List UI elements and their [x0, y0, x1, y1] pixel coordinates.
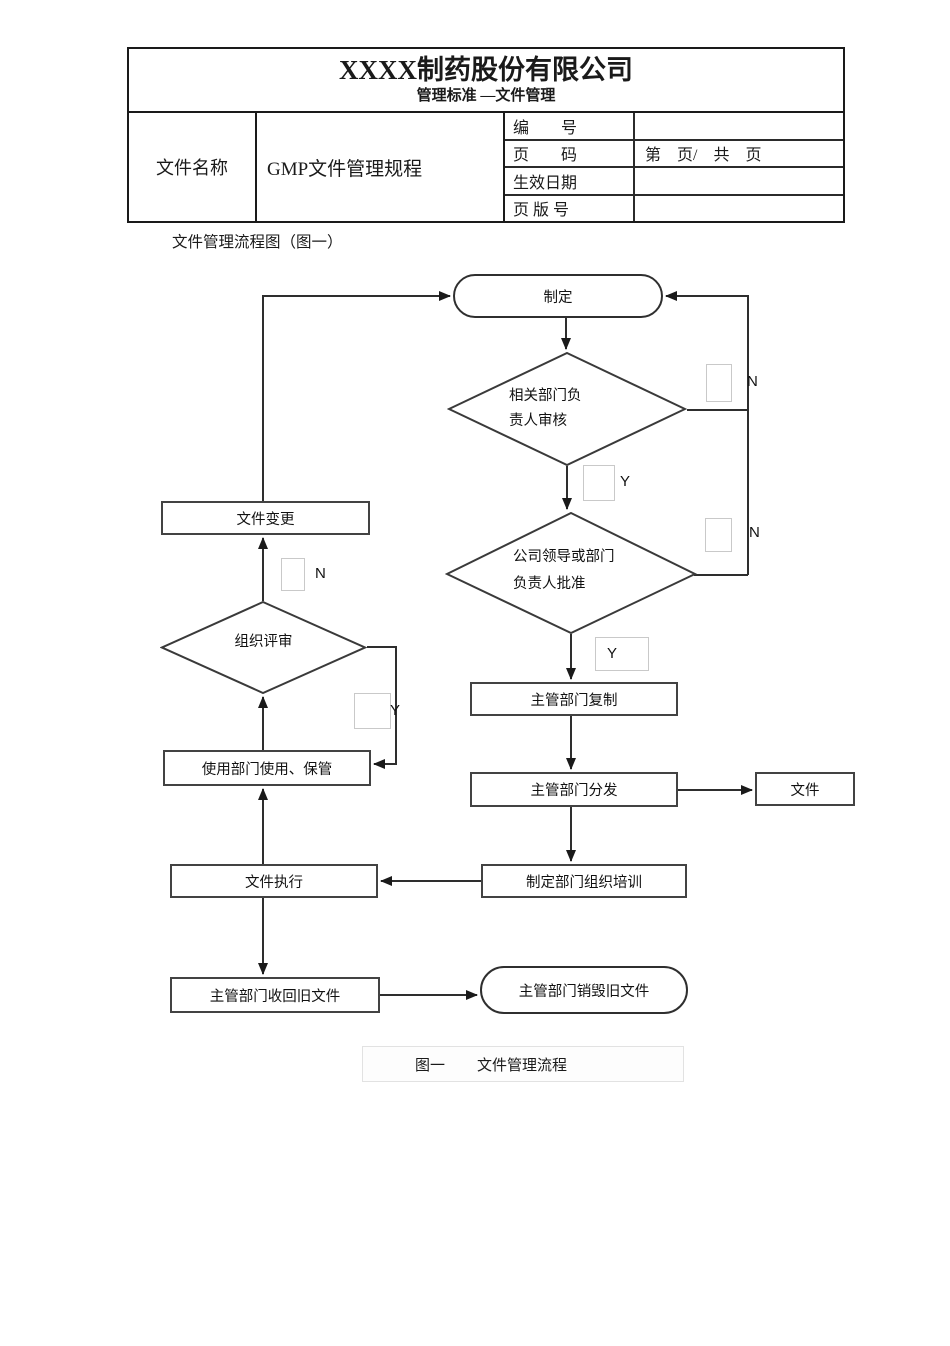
field-label-page: 页 码 [505, 140, 635, 166]
y1-label: Y [620, 473, 631, 490]
field-label-version: 页 版 号 [505, 195, 635, 221]
node-recall-old: 主管部门收回旧文件 [170, 977, 380, 1013]
n1-label-box [706, 364, 732, 402]
node-draft: 制定 [453, 274, 663, 318]
decision-leader-approval-label: 公司领导或部门 负责人批准 [513, 544, 615, 598]
field-row-version: 页 版 号 [505, 195, 843, 221]
decision-dept-review-line2: 责人审核 [509, 413, 567, 429]
field-value-page: 第 页/ 共 页 [645, 147, 762, 165]
header-table: XXXX制药股份有限公司 管理标准 —文件管理 文件名称 GMP文件管理规程 编… [127, 47, 845, 223]
decision-dept-review-shape [447, 352, 687, 466]
n2-label-box [705, 518, 732, 552]
node-copy: 主管部门复制 [470, 682, 678, 716]
decision-leader-approval-line1: 公司领导或部门 [513, 549, 615, 565]
field-row-page: 页 码 第 页/ 共 页 [505, 140, 843, 168]
header-subtitle: 管理标准 —文件管理 [416, 87, 556, 104]
y2-label-box [595, 637, 649, 671]
node-execute: 文件执行 [170, 864, 378, 898]
header-fields: 编 号 页 码 第 页/ 共 页 生效日期 页 版 号 [505, 113, 843, 221]
header-body: 文件名称 GMP文件管理规程 编 号 页 码 第 页/ 共 页 生效日期 页 版… [129, 113, 843, 221]
decision-leader-approval-line2: 负责人批准 [513, 576, 586, 592]
diagram-title: 文件管理流程图（图一） [172, 234, 343, 251]
node-change: 文件变更 [161, 501, 370, 535]
decision-dept-review-label: 相关部门负 责人审核 [509, 384, 582, 434]
figure-caption: 图一 文件管理流程 [362, 1046, 684, 1082]
n1-label: N [747, 373, 758, 390]
field-row-effective-date: 生效日期 [505, 168, 843, 196]
y3-label-box [354, 693, 391, 729]
node-distribute: 主管部门分发 [470, 772, 678, 807]
decision-org-review-shape [160, 601, 367, 694]
y1-label-box [583, 465, 615, 501]
y2-label: Y [607, 645, 618, 662]
doc-name-value: GMP文件管理规程 [257, 113, 505, 221]
node-training: 制定部门组织培训 [481, 864, 687, 898]
field-label-number: 编 号 [505, 113, 635, 139]
n3-label-box [281, 558, 305, 591]
node-destroy-old: 主管部门销毁旧文件 [480, 966, 688, 1014]
node-use-keep: 使用部门使用、保管 [163, 750, 371, 786]
figure-caption-prefix: 图一 [415, 1057, 446, 1074]
decision-dept-review-line1: 相关部门负 [509, 388, 582, 404]
company-title: XXXX制药股份有限公司 [339, 55, 633, 86]
doc-name-label: 文件名称 [129, 113, 257, 221]
n3-label: N [315, 565, 326, 582]
y3-label: Y [390, 702, 401, 719]
n2-label: N [749, 524, 760, 541]
field-label-effective-date: 生效日期 [505, 168, 635, 194]
field-row-number: 编 号 [505, 113, 843, 141]
decision-leader-approval-shape [445, 512, 697, 634]
node-document: 文件 [755, 772, 855, 806]
figure-caption-text: 文件管理流程 [477, 1057, 568, 1074]
decision-org-review-label: 组织评审 [234, 634, 293, 650]
header-title-block: XXXX制药股份有限公司 管理标准 —文件管理 [129, 49, 843, 113]
